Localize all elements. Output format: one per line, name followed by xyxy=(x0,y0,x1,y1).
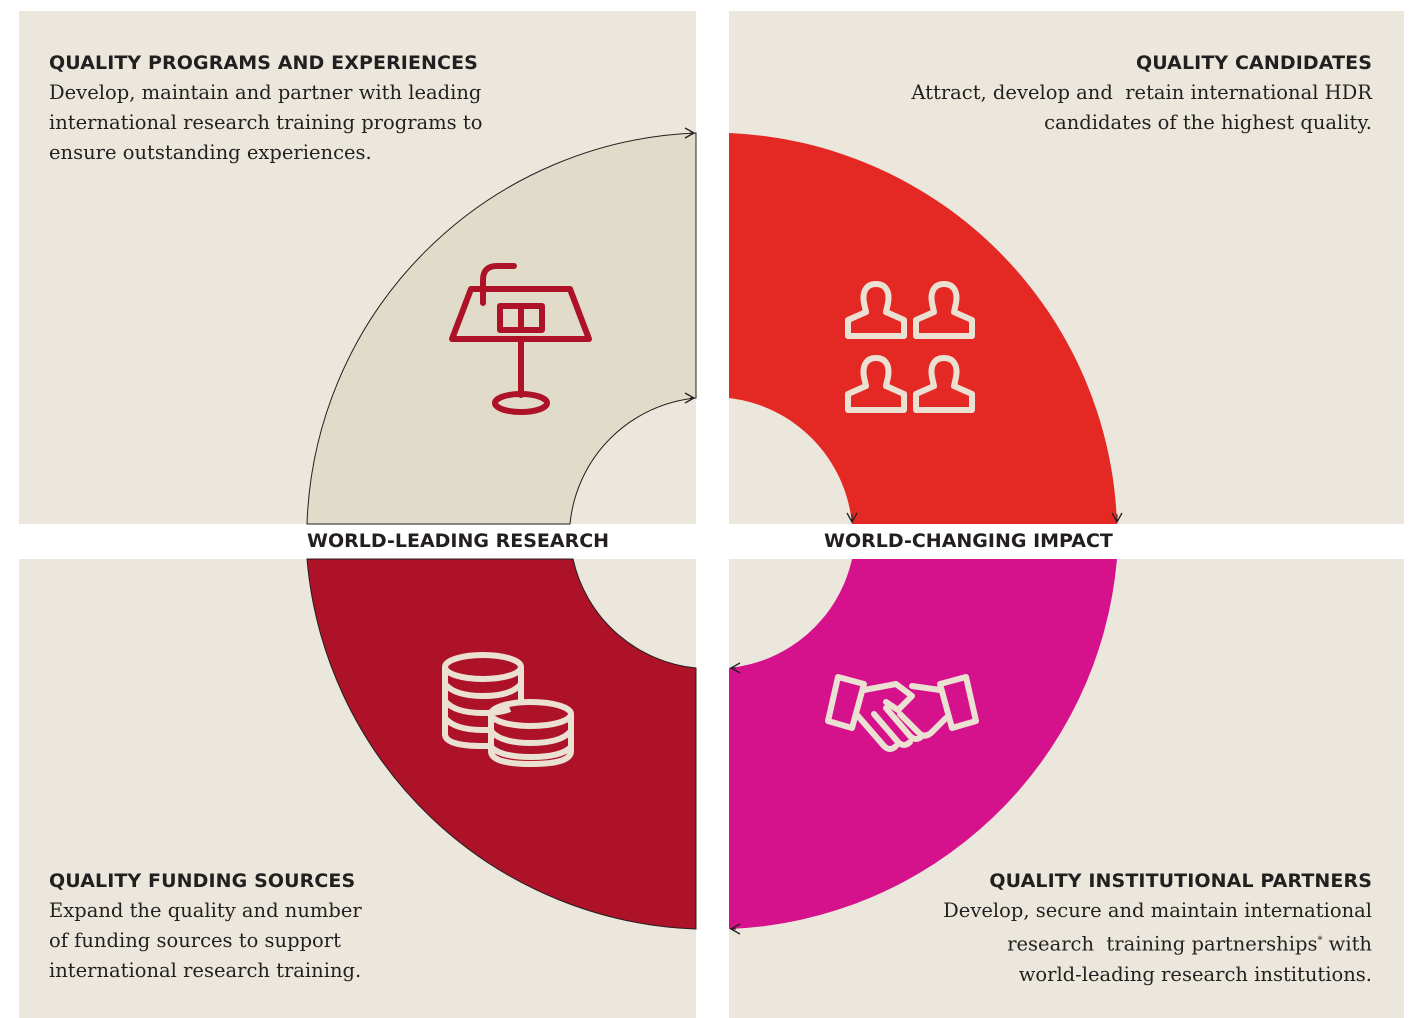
description-line: research training partnerships* with xyxy=(852,926,1372,960)
description-line: Develop, maintain and partner with leadi… xyxy=(49,81,482,104)
description-funding: Expand the quality and number of funding… xyxy=(49,896,469,986)
description-line: world-leading research institutions. xyxy=(1018,962,1372,986)
description-text: with xyxy=(1322,932,1372,956)
heading-quality-funding: QUALITY FUNDING SOURCES xyxy=(49,870,356,892)
description-line: Develop, secure and maintain internation… xyxy=(943,899,1372,922)
description-line: of funding sources to support xyxy=(49,929,341,952)
handshake-icon xyxy=(825,674,979,752)
description-partners: Develop, secure and maintain internation… xyxy=(852,896,1372,990)
description-line: candidates of the highest quality. xyxy=(1044,111,1372,134)
text-block-programs: QUALITY PROGRAMS AND EXPERIENCES Develop… xyxy=(49,50,519,168)
people-group-icon xyxy=(845,281,975,413)
description-line: international research training programs… xyxy=(49,111,483,134)
lectern-icon xyxy=(449,263,592,415)
center-label-world-changing-impact: WORLD-CHANGING IMPACT xyxy=(824,530,1113,552)
description-line: ensure outstanding experiences. xyxy=(49,141,372,164)
center-label-world-leading-research: WORLD-LEADING RESEARCH xyxy=(307,530,610,552)
description-candidates: Attract, develop and retain internationa… xyxy=(852,78,1372,138)
heading-quality-candidates: QUALITY CANDIDATES xyxy=(1135,52,1372,74)
ring-segment-bottom-right xyxy=(729,559,1117,929)
heading-quality-partners: QUALITY INSTITUTIONAL PARTNERS xyxy=(989,870,1372,892)
text-block-candidates: QUALITY CANDIDATES Attract, develop and … xyxy=(852,50,1372,138)
description-line: international research training. xyxy=(49,959,362,982)
heading-quality-programs: QUALITY PROGRAMS AND EXPERIENCES xyxy=(49,52,478,74)
description-text: research training partnerships xyxy=(1007,932,1318,956)
description-programs: Develop, maintain and partner with leadi… xyxy=(49,78,519,168)
coins-icon xyxy=(442,652,574,768)
ring-segment-bottom-left xyxy=(306,558,697,930)
footnote-mark: * xyxy=(1317,935,1323,946)
text-block-partners: QUALITY INSTITUTIONAL PARTNERS Develop, … xyxy=(852,868,1372,990)
description-line: Expand the quality and number xyxy=(49,899,362,922)
description-line: Attract, develop and retain internationa… xyxy=(911,81,1372,104)
text-block-funding: QUALITY FUNDING SOURCES Expand the quali… xyxy=(49,868,469,986)
ring-segment-top-right xyxy=(729,133,1117,524)
